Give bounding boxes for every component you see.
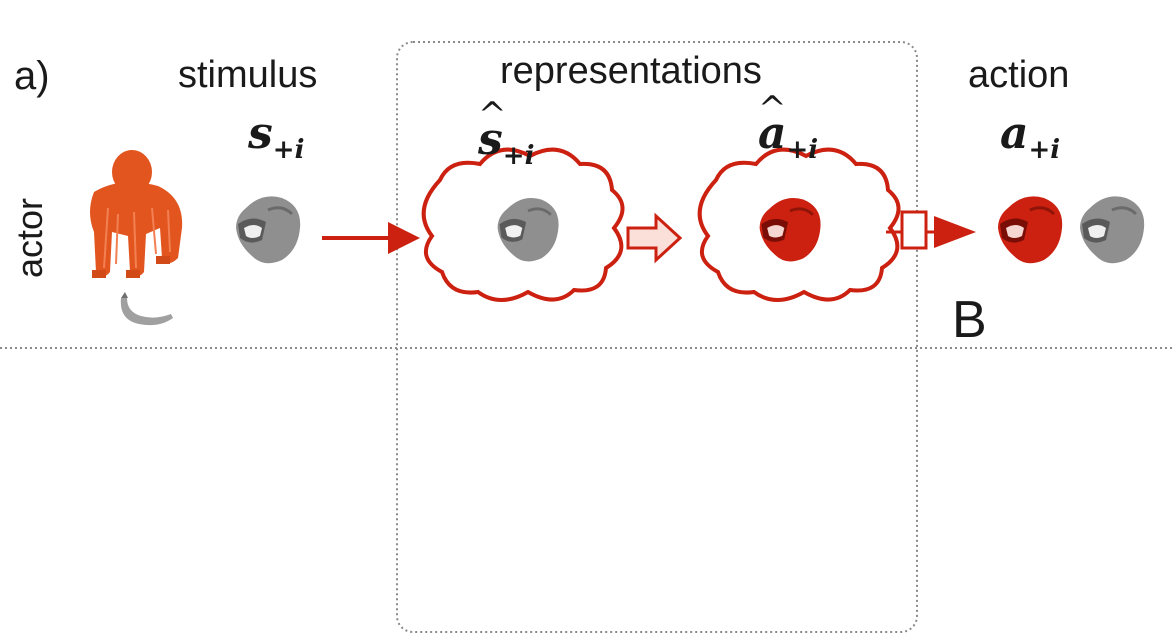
action-red-face-icon	[996, 194, 1064, 265]
represented-stimulus-var: ^s+i	[478, 95, 535, 171]
marker-b: B	[952, 291, 987, 349]
banana-icon	[120, 292, 173, 326]
stimulus-var: s+i	[248, 108, 305, 165]
hollow-arrow-icon	[626, 212, 683, 264]
gate-square	[900, 210, 928, 250]
stimulus-face-icon	[234, 194, 302, 265]
row-label-actor: actor	[9, 197, 51, 279]
chimpanzee-icon	[90, 150, 183, 278]
action-grey-face-icon	[1078, 194, 1146, 265]
arrow-head-icon	[388, 222, 420, 254]
action-var: a+i	[1000, 108, 1061, 165]
action-heading: action	[968, 54, 1070, 96]
arrow-head-icon	[934, 216, 976, 248]
representations-box	[396, 41, 918, 633]
representations-heading: representations	[500, 50, 762, 92]
stimulus-heading: stimulus	[178, 54, 318, 96]
panel-label: a)	[14, 54, 50, 98]
represented-action-var: ^a+i	[758, 89, 819, 165]
